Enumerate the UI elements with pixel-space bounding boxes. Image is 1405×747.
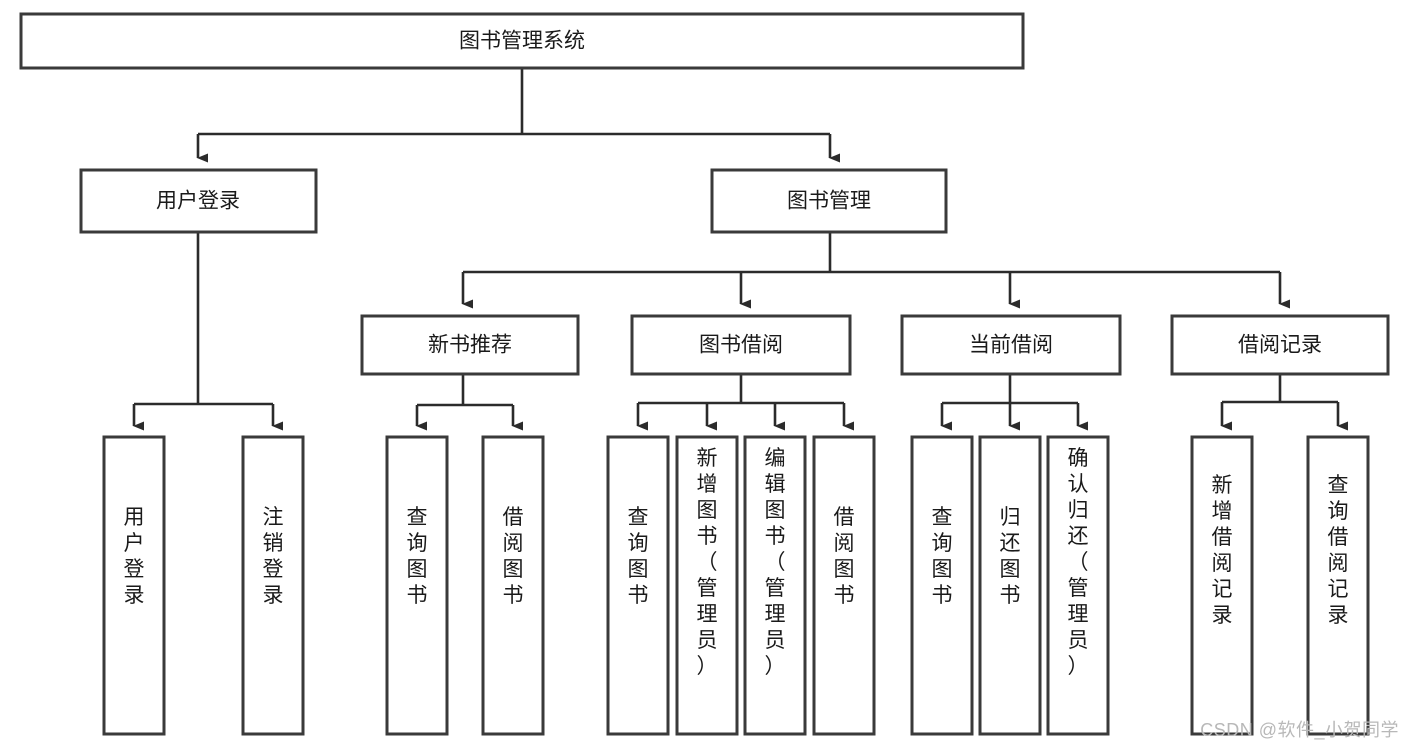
leaf-add-book[interactable]: 新增图书（管理员） (675, 435, 739, 736)
leaf-edit-book-box[interactable] (743, 435, 807, 736)
node-user-login-label: 用户登录 (156, 190, 240, 213)
leaf-user-login-box[interactable] (102, 435, 166, 736)
node-borrow-record-box[interactable] (1170, 314, 1390, 376)
node-new-book-recommend-box[interactable] (360, 314, 580, 376)
leaf-query-record-label: 查询借阅记录 (1328, 474, 1349, 627)
leaf-query-book-3-label: 查询图书 (932, 506, 953, 607)
csdn-watermark: CSDN @软件_小贺同学 (1200, 720, 1399, 740)
node-root-box[interactable] (19, 12, 1025, 70)
leaf-query-record[interactable]: 查询借阅记录 (1306, 435, 1370, 736)
node-current-borrow-box[interactable] (900, 314, 1122, 376)
leaf-add-book-box[interactable] (675, 435, 739, 736)
leaf-user-logout[interactable]: 注销登录 (241, 435, 305, 736)
leaf-query-book-2[interactable]: 查询图书 (606, 435, 670, 736)
node-book-manage-label: 图书管理 (787, 190, 871, 213)
node-borrow-record-label: 借阅记录 (1238, 334, 1322, 357)
leaf-confirm-return[interactable]: 确认归还（管理员） (1046, 435, 1110, 736)
edges-layer (132, 68, 1348, 431)
node-borrow-record[interactable]: 借阅记录 (1170, 314, 1390, 376)
leaf-query-book-1-box[interactable] (385, 435, 449, 736)
node-current-borrow[interactable]: 当前借阅 (900, 314, 1122, 376)
leaf-return-book-label: 归还图书 (1000, 506, 1021, 607)
node-user-login[interactable]: 用户登录 (79, 168, 318, 234)
leaf-add-record[interactable]: 新增借阅记录 (1190, 435, 1254, 736)
leaf-borrow-book-2[interactable]: 借阅图书 (812, 435, 876, 736)
node-root-label: 图书管理系统 (459, 30, 585, 53)
leaf-add-book-label: 新增图书（管理员） (697, 447, 718, 678)
node-user-login-box[interactable] (79, 168, 318, 234)
leaf-borrow-book-2-box[interactable] (812, 435, 876, 736)
leaf-query-book-1-label: 查询图书 (407, 506, 428, 607)
leaf-query-book-2-box[interactable] (606, 435, 670, 736)
node-new-book-recommend-label: 新书推荐 (428, 334, 512, 357)
leaf-user-logout-box[interactable] (241, 435, 305, 736)
node-current-borrow-label: 当前借阅 (969, 334, 1053, 357)
leaf-edit-book-label: 编辑图书（管理员） (765, 447, 786, 678)
node-book-manage-box[interactable] (710, 168, 948, 234)
node-root[interactable]: 图书管理系统 (19, 12, 1025, 70)
leaf-user-logout-label: 注销登录 (263, 506, 284, 607)
node-book-borrow-label: 图书借阅 (699, 334, 783, 357)
leaf-query-record-box[interactable] (1306, 435, 1370, 736)
leaf-user-login[interactable]: 用户登录 (102, 435, 166, 736)
leaf-return-book-box[interactable] (978, 435, 1042, 736)
node-book-borrow-box[interactable] (630, 314, 852, 376)
leaf-confirm-return-box[interactable] (1046, 435, 1110, 736)
leaf-query-book-2-label: 查询图书 (628, 506, 649, 607)
leaf-user-login-label: 用户登录 (124, 506, 145, 607)
leaf-borrow-book-2-label: 借阅图书 (834, 506, 855, 607)
leaf-borrow-book-1[interactable]: 借阅图书 (481, 435, 545, 736)
node-book-manage[interactable]: 图书管理 (710, 168, 948, 234)
leaf-add-record-label: 新增借阅记录 (1212, 474, 1233, 627)
leaf-confirm-return-label: 确认归还（管理员） (1068, 447, 1089, 678)
leaf-edit-book[interactable]: 编辑图书（管理员） (743, 435, 807, 736)
leaf-borrow-book-1-label: 借阅图书 (503, 506, 524, 607)
leaf-return-book[interactable]: 归还图书 (978, 435, 1042, 736)
node-new-book-recommend[interactable]: 新书推荐 (360, 314, 580, 376)
leaf-borrow-book-1-box[interactable] (481, 435, 545, 736)
leaf-query-book-3-box[interactable] (910, 435, 974, 736)
leaf-add-record-box[interactable] (1190, 435, 1254, 736)
leaf-query-book-1[interactable]: 查询图书 (385, 435, 449, 736)
leaf-query-book-3[interactable]: 查询图书 (910, 435, 974, 736)
node-book-borrow[interactable]: 图书借阅 (630, 314, 852, 376)
